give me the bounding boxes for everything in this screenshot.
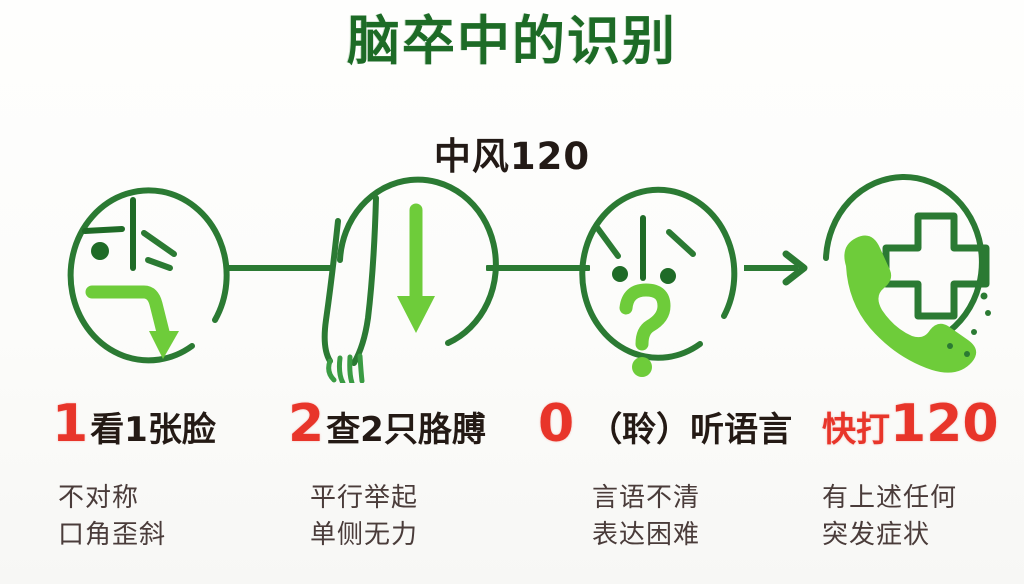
step-4-description: 有上述任何 突发症状 bbox=[822, 480, 957, 554]
step-3-icon-confused-face bbox=[554, 168, 810, 383]
step-1-number: 1 bbox=[52, 394, 89, 454]
step-3-desc-line-1: 言语不清 bbox=[592, 483, 701, 513]
step-2-icon-weak-arm bbox=[296, 168, 552, 383]
step-4-desc-line-1: 有上述任何 bbox=[822, 483, 958, 513]
step-2-number: 2 bbox=[288, 394, 325, 454]
step-3-label-text: （聆）听语言 bbox=[588, 410, 793, 450]
page-title: 脑卒中的识别 bbox=[347, 11, 677, 72]
connector-arrow-3 bbox=[744, 248, 816, 288]
step-labels-row: 1 看1张脸 2 查2只胳膊 0 （聆）听语言 快打 120 bbox=[0, 398, 1024, 460]
step-3-description: 言语不清 表达困难 bbox=[592, 480, 700, 554]
step-descriptions-row: 不对称 口角歪斜 平行举起 单侧无力 言语不清 表达困难 有上述任何 突发症状 bbox=[0, 480, 1024, 580]
step-1-label: 1 看1张脸 bbox=[52, 398, 216, 460]
step-1-icon-drooping-face bbox=[40, 168, 296, 383]
icon-row bbox=[0, 168, 1024, 383]
step-2-label-text: 查2只胳膊 bbox=[326, 410, 486, 450]
step-3-number: 0 bbox=[538, 394, 575, 454]
subtitle: 中风120 bbox=[433, 135, 591, 178]
step-3-label: 0 （聆）听语言 bbox=[538, 398, 792, 460]
step-2-desc-line-2: 单侧无力 bbox=[310, 519, 419, 550]
step-4-label: 快打 120 bbox=[822, 398, 999, 460]
step-3-desc-line-2: 表达困难 bbox=[592, 519, 701, 550]
step-2-label: 2 查2只胳膊 bbox=[288, 398, 486, 460]
step-2-description: 平行举起 单侧无力 bbox=[310, 480, 418, 554]
step-4-number: 120 bbox=[890, 394, 999, 454]
step-4-label-text: 快打 bbox=[822, 410, 890, 450]
step-1-desc-line-2: 口角歪斜 bbox=[58, 519, 167, 550]
step-1-desc-line-1: 不对称 bbox=[58, 483, 140, 513]
step-2-desc-line-1: 平行举起 bbox=[310, 483, 419, 513]
step-1-label-text: 看1张脸 bbox=[90, 410, 216, 450]
step-4-icon-emergency-call bbox=[812, 168, 1024, 383]
step-1-description: 不对称 口角歪斜 bbox=[58, 480, 166, 554]
connector-line-2 bbox=[486, 265, 590, 271]
step-4-desc-line-2: 突发症状 bbox=[822, 519, 931, 550]
connector-line-1 bbox=[228, 265, 332, 271]
